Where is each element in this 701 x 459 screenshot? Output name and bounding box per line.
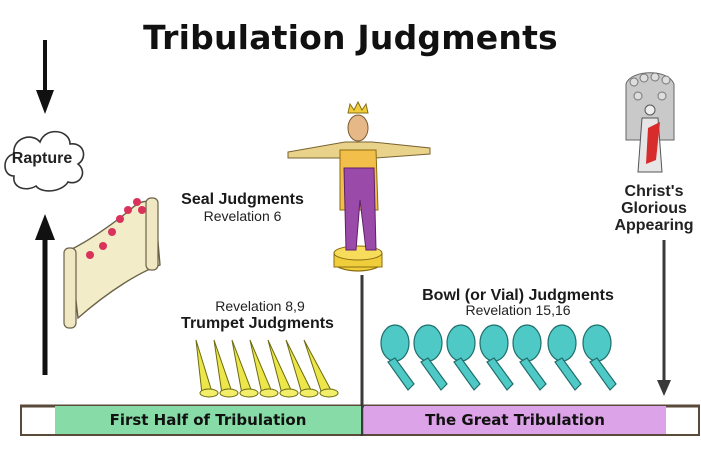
trumpets-group bbox=[195, 339, 339, 398]
bowls-group bbox=[380, 324, 617, 391]
antichrist-statue-icon bbox=[287, 100, 431, 272]
bowl-icon bbox=[582, 324, 617, 391]
rapture-label: Rapture bbox=[11, 150, 73, 167]
bowl-icon bbox=[446, 324, 481, 391]
trumpet-judgments-reference: Revelation 8,9 bbox=[215, 298, 305, 314]
bowl-icon bbox=[512, 324, 547, 391]
trumpet-icon bbox=[195, 339, 219, 398]
rapture-down-arrow bbox=[36, 40, 54, 114]
trumpet-icon bbox=[267, 339, 299, 398]
bowl-icon bbox=[380, 324, 415, 391]
bowl-icon bbox=[413, 324, 448, 391]
rapture-cloud-icon bbox=[4, 130, 85, 192]
trumpet-judgments-title: Trumpet Judgments bbox=[181, 315, 334, 332]
trumpet-icon bbox=[285, 339, 319, 398]
page-title: Tribulation Judgments bbox=[143, 18, 558, 57]
christ-label-line-2: Glorious bbox=[621, 199, 687, 217]
trumpet-icon bbox=[213, 339, 239, 398]
seal-judgments-title: Seal Judgments bbox=[181, 191, 304, 208]
bowl-judgments-reference: Revelation 15,16 bbox=[465, 302, 571, 318]
great-tribulation-period-bar: The Great Tribulation bbox=[364, 406, 666, 434]
bowl-icon bbox=[479, 324, 514, 391]
bowl-judgments-title: Bowl (or Vial) Judgments bbox=[422, 287, 614, 304]
trumpet-icon bbox=[303, 339, 339, 398]
trumpet-icon bbox=[249, 339, 279, 398]
christ-label-line-3: Appearing bbox=[614, 216, 694, 234]
first-half-period-bar: First Half of Tribulation bbox=[55, 406, 361, 434]
christs-glorious-appearing-label: Christ's Glorious Appearing bbox=[608, 183, 700, 234]
christ-down-arrow bbox=[657, 240, 671, 396]
trumpet-icon bbox=[231, 339, 259, 398]
christ-with-saints-icon bbox=[625, 72, 675, 173]
scroll-icon bbox=[63, 197, 161, 329]
christ-label-line-1: Christ's bbox=[624, 183, 684, 200]
rapture-up-arrow bbox=[35, 214, 55, 375]
bowl-icon bbox=[547, 324, 582, 391]
seal-judgments-reference: Revelation 6 bbox=[203, 208, 282, 224]
